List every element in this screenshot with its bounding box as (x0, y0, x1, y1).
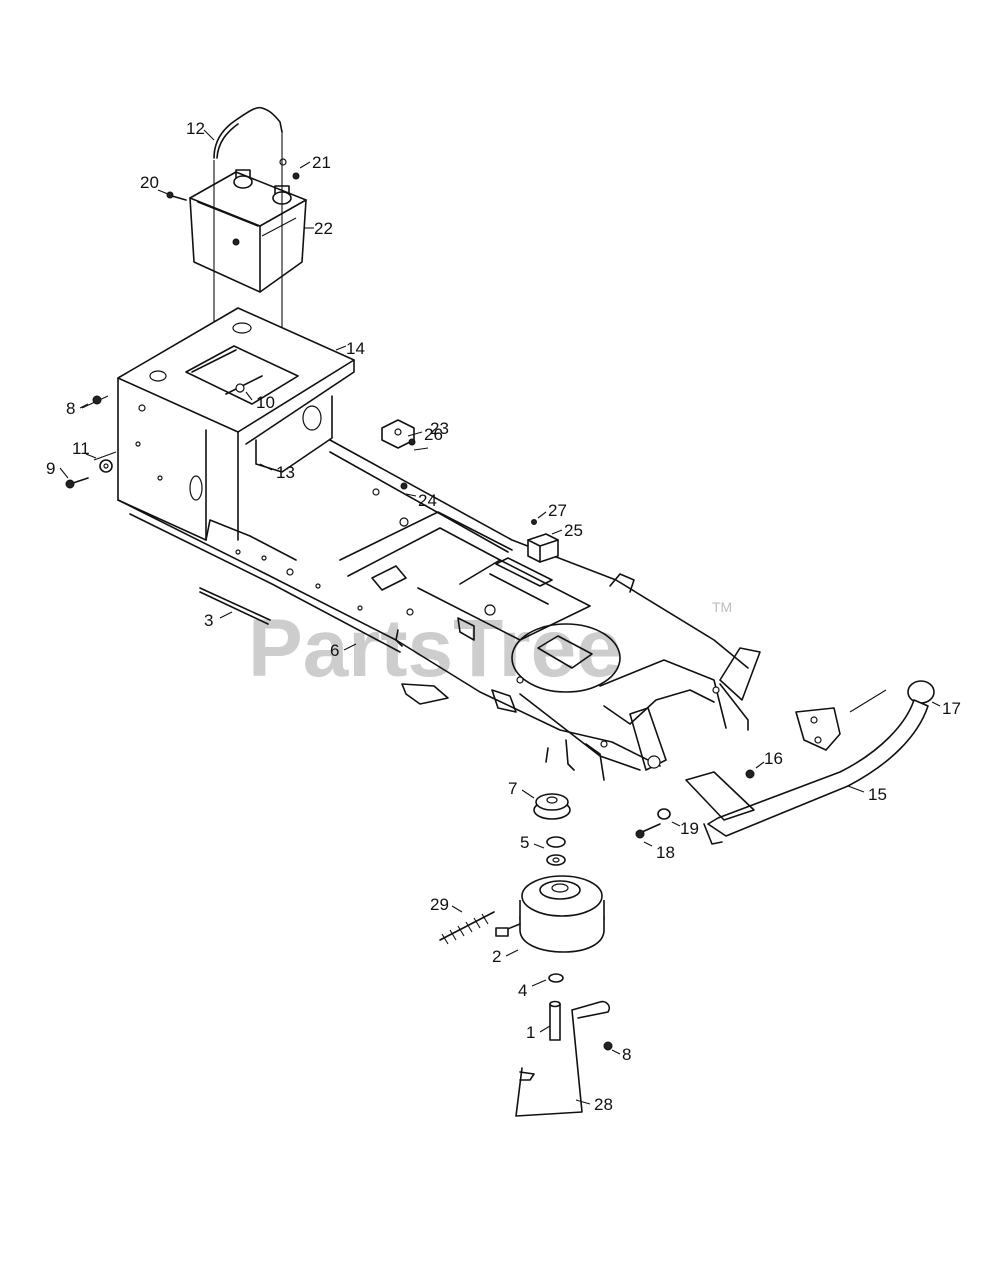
callout-20: 20 (140, 173, 159, 192)
callout-labels: 12 21 20 22 14 8 10 11 9 26 23 13 24 27 … (46, 119, 961, 1114)
callout-22: 22 (314, 219, 333, 238)
part-12-battery-strap (213, 106, 283, 159)
watermark-trademark: TM (712, 599, 732, 615)
callout-5: 5 (520, 833, 529, 852)
part-14-battery-tray (117, 307, 355, 541)
part-11-washer (93, 451, 117, 473)
callout-8-lower: 8 (622, 1045, 631, 1064)
part-4-washer (548, 973, 564, 983)
part-16-nut (745, 769, 755, 779)
part-1-bolt (549, 1000, 561, 1041)
part-8-nut-lower (603, 1041, 613, 1051)
part-19-washer (657, 808, 671, 820)
part-6-main-frame (117, 439, 761, 781)
callout-17: 17 (942, 699, 961, 718)
part-9-bolt (65, 477, 89, 489)
callout-14: 14 (346, 339, 365, 358)
callout-15: 15 (868, 785, 887, 804)
callout-10: 10 (256, 393, 275, 412)
part-5-spacers (546, 836, 566, 866)
watermark-text: PartsTree (248, 603, 622, 694)
part-24-screw (400, 482, 408, 490)
part-22-battery (189, 169, 307, 293)
part-25-switch (527, 533, 559, 563)
callout-19: 19 (680, 819, 699, 838)
callout-29: 29 (430, 895, 449, 914)
callout-9: 9 (46, 459, 55, 478)
part-2-electric-pto-clutch (495, 875, 605, 953)
bumper-bolt-top (849, 689, 887, 713)
callout-leaders (59, 129, 941, 1105)
callout-28: 28 (594, 1095, 613, 1114)
callout-7: 7 (508, 779, 517, 798)
part-13-frame-rear-box (135, 395, 333, 541)
callout-4: 4 (518, 981, 527, 1000)
part-7-idler-pulley (533, 793, 571, 820)
part-29-spring (439, 911, 495, 945)
callout-23: 23 (430, 419, 449, 438)
callout-1: 1 (526, 1023, 535, 1042)
part-23-nut (408, 438, 416, 446)
part-15-front-bumper (685, 699, 929, 845)
part-21-terminal-hardware (279, 158, 300, 180)
callout-27: 27 (548, 501, 567, 520)
part-18-bolt (635, 823, 661, 839)
part-28-clutch-bracket (515, 1000, 611, 1117)
part-17-cap (907, 680, 935, 704)
callout-12: 12 (186, 119, 205, 138)
part-8-nut-left (81, 395, 109, 409)
callout-8-upper: 8 (66, 399, 75, 418)
callout-16: 16 (764, 749, 783, 768)
callout-6: 6 (330, 641, 339, 660)
callout-11: 11 (72, 439, 90, 458)
callout-3: 3 (204, 611, 213, 630)
callout-18: 18 (656, 843, 675, 862)
callout-26: 26 (424, 425, 443, 444)
callout-25: 25 (564, 521, 583, 540)
callout-13: 13 (276, 463, 295, 482)
part-3-rod (199, 587, 271, 625)
callout-24: 24 (418, 491, 437, 510)
part-27-screw (531, 519, 537, 525)
callout-21: 21 (312, 153, 331, 172)
callout-2: 2 (492, 947, 501, 966)
part-20-terminal-bolt (166, 191, 187, 201)
